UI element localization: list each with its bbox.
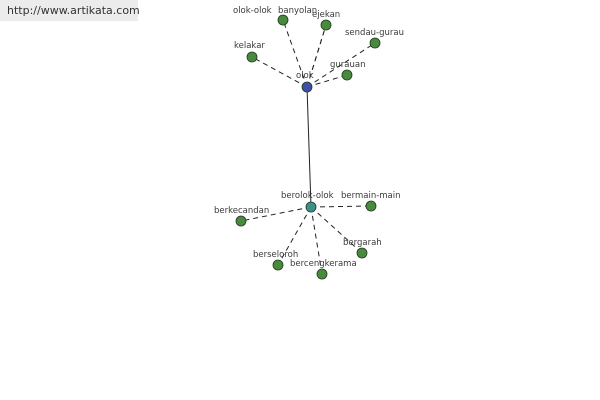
node-label-berolok-olok[interactable]: berolok-olok: [281, 191, 334, 201]
node-berolok-olok[interactable]: [305, 201, 317, 213]
node-label-ejekan[interactable]: ejekan: [312, 10, 340, 20]
edge-olok-to-gurauan: [306, 74, 348, 88]
node-label-bermain-main[interactable]: bermain-main: [341, 191, 401, 201]
node-sendau-gurau[interactable]: [369, 37, 381, 49]
edge-berolok-olok-to-bercengkerama: [310, 206, 323, 275]
node-label-berseloroh[interactable]: berseloroh: [253, 250, 298, 260]
edge-berolok-olok-to-berkecandan: [240, 206, 312, 222]
edge-berolok-olok-to-bermain-main: [310, 205, 372, 208]
node-label-banyolan[interactable]: banyolan: [278, 6, 317, 16]
node-label-olok[interactable]: olok: [296, 71, 314, 81]
source-url[interactable]: http://www.artikata.com: [7, 4, 140, 17]
node-label-bercengkerama[interactable]: bercengkerama: [290, 259, 357, 269]
node-olok[interactable]: [301, 81, 313, 93]
edge-berolok-olok-to-bergarah: [310, 206, 363, 254]
node-label-sendau-gurau[interactable]: sendau-gurau: [345, 28, 404, 38]
node-berseloroh[interactable]: [272, 259, 284, 271]
edge-olok-to-kelakar: [251, 56, 308, 88]
node-label-berkecandan[interactable]: berkecandan: [214, 206, 269, 216]
edge-olok-to-olok-olok: [282, 19, 308, 88]
source-banner: http://www.artikata.com: [0, 0, 140, 21]
edge-berolok-olok-to-berseloroh: [277, 206, 312, 266]
node-label-kelakar[interactable]: kelakar: [234, 41, 265, 51]
labels-layer: olok berolok-olok olok-olok banyolanejekans…: [214, 6, 404, 269]
edges-layer: [240, 19, 376, 275]
node-label-olok-olok[interactable]: olok-olok: [233, 6, 272, 16]
node-bercengkerama[interactable]: [316, 268, 328, 280]
edge-olok-to-ejekan: [306, 24, 327, 88]
node-bermain-main[interactable]: [365, 200, 377, 212]
node-label-gurauan[interactable]: gurauan: [330, 60, 365, 70]
node-banyolan[interactable]: [320, 19, 332, 31]
node-bergarah[interactable]: [356, 247, 368, 259]
node-gurauan[interactable]: [341, 69, 353, 81]
node-olok-olok[interactable]: [277, 14, 289, 26]
nodes-layer: [235, 14, 381, 280]
node-label-bergarah[interactable]: bergarah: [343, 238, 382, 248]
edge-olok-to-berolok-olok: [306, 86, 312, 208]
node-kelakar[interactable]: [246, 51, 258, 63]
edge-olok-to-sendau-gurau: [306, 42, 376, 88]
node-berkecandan[interactable]: [235, 215, 247, 227]
